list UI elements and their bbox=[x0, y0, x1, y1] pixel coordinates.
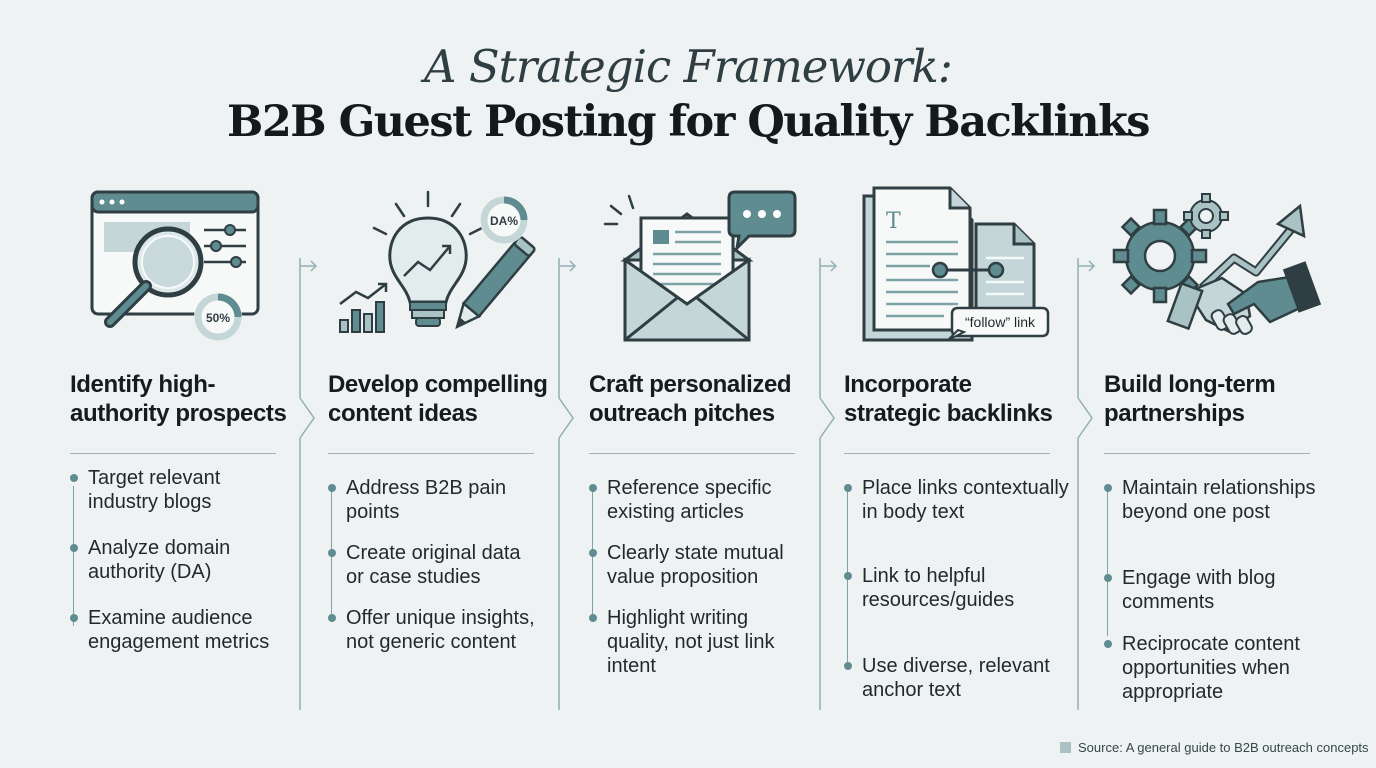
svg-text:T: T bbox=[886, 209, 901, 234]
linked-documents-icon: T “follow” link bbox=[844, 180, 1084, 350]
bullet-dot bbox=[328, 484, 336, 492]
source-text: Source: A general guide to B2B outreach … bbox=[1078, 740, 1369, 755]
bullet-dot bbox=[1104, 484, 1112, 492]
bullet-dot bbox=[70, 474, 78, 482]
step-heading: Identify high- authority prospects bbox=[70, 371, 287, 427]
divider bbox=[1104, 453, 1310, 454]
bullet-dot bbox=[328, 614, 336, 622]
step-connector bbox=[549, 258, 579, 718]
lightbulb-pencil-icon: DA% bbox=[328, 180, 568, 350]
step-connector bbox=[290, 258, 320, 718]
list-item: Reciprocate content opportunities when a… bbox=[1104, 632, 1354, 704]
step-connector bbox=[810, 258, 840, 718]
divider bbox=[589, 453, 795, 454]
list-item: Offer unique insights, not generic conte… bbox=[328, 606, 578, 654]
divider bbox=[844, 453, 1050, 454]
browser-magnifier-icon: 50% bbox=[70, 180, 310, 350]
list-item: Maintain relationships beyond one post bbox=[1104, 476, 1354, 524]
bullet-dot bbox=[589, 549, 597, 557]
list-item: Target relevant industry blogs bbox=[70, 466, 320, 514]
bullet-dot bbox=[844, 484, 852, 492]
divider bbox=[328, 453, 534, 454]
bullet-dot bbox=[1104, 640, 1112, 648]
step-heading: Develop compelling content ideas bbox=[328, 371, 548, 427]
list-item: Use diverse, relevant anchor text bbox=[844, 654, 1094, 702]
step-develop-content: DA% Develop compelling content ideas Add… bbox=[328, 180, 568, 720]
svg-text:50%: 50% bbox=[206, 311, 230, 325]
bullet-dot bbox=[70, 614, 78, 622]
bullet-dot bbox=[844, 662, 852, 670]
bullet-dot bbox=[844, 572, 852, 580]
list-item: Link to helpful resources/guides bbox=[844, 564, 1094, 612]
list-item: Examine audience engagement metrics bbox=[70, 606, 320, 654]
envelope-chat-icon bbox=[589, 180, 829, 350]
bullet-dot bbox=[328, 549, 336, 557]
step-connector bbox=[1068, 258, 1098, 718]
bullet-dot bbox=[70, 544, 78, 552]
legend-square-icon bbox=[1060, 742, 1071, 753]
page-title: A Strategic Framework: B2B Guest Posting… bbox=[0, 40, 1376, 150]
title-line-1: A Strategic Framework: bbox=[424, 40, 953, 93]
source-note: Source: A general guide to B2B outreach … bbox=[1060, 740, 1369, 755]
step-incorporate-backlinks: T “follow” link I bbox=[844, 180, 1084, 720]
svg-text:DA%: DA% bbox=[490, 214, 518, 228]
list-item: Analyze domain authority (DA) bbox=[70, 536, 320, 584]
divider bbox=[70, 453, 276, 454]
step-heading: Craft personalized outreach pitches bbox=[589, 371, 792, 427]
step-heading: Incorporate strategic backlinks bbox=[844, 371, 1053, 427]
list-item: Highlight writing quality, not just link… bbox=[589, 606, 839, 678]
step-craft-pitches: Craft personalized outreach pitches Refe… bbox=[589, 180, 829, 720]
gears-handshake-icon bbox=[1104, 180, 1344, 350]
list-item: Clearly state mutual value proposition bbox=[589, 541, 839, 589]
title-line-2: B2B Guest Posting for Quality Backlinks bbox=[226, 97, 1151, 147]
list-item: Place links contextually in body text bbox=[844, 476, 1094, 524]
bullet-dot bbox=[1104, 574, 1112, 582]
timeline-line bbox=[1107, 486, 1108, 636]
list-item: Reference specific existing articles bbox=[589, 476, 839, 524]
list-item: Address B2B pain points bbox=[328, 476, 578, 524]
bullet-dot bbox=[589, 614, 597, 622]
bullet-dot bbox=[589, 484, 597, 492]
svg-text:“follow” link: “follow” link bbox=[965, 314, 1036, 330]
list-item: Create original data or case studies bbox=[328, 541, 578, 589]
step-build-partnerships: Build long-term partnerships Maintain re… bbox=[1104, 180, 1344, 720]
list-item: Engage with blog comments bbox=[1104, 566, 1354, 614]
timeline-line bbox=[73, 486, 74, 626]
step-heading: Build long-term partnerships bbox=[1104, 371, 1276, 427]
step-identify-prospects: 50% Identify high- authority prospects T… bbox=[70, 180, 310, 720]
